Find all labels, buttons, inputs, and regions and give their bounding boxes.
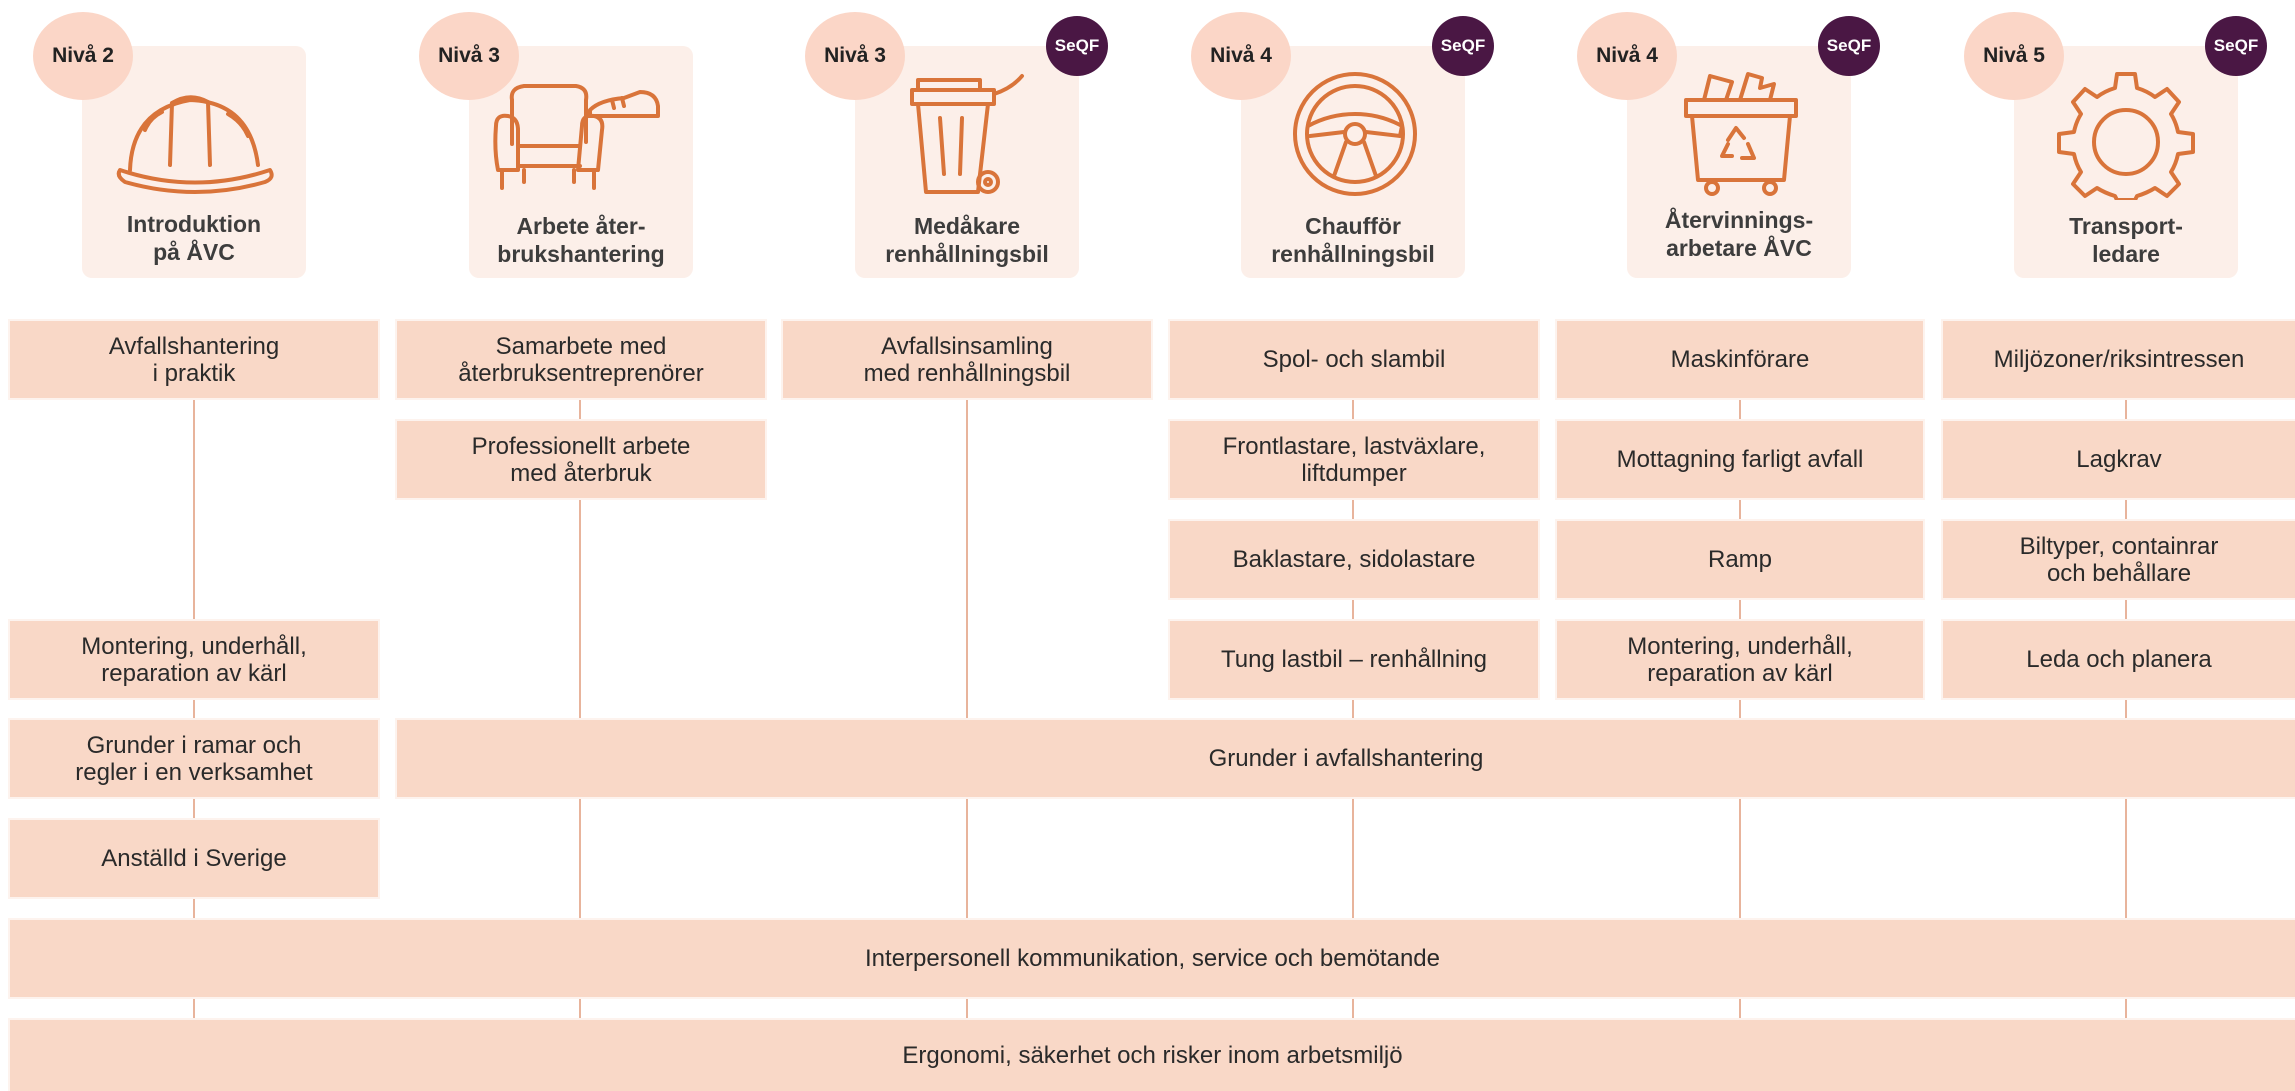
- course-box: Avfallsinsamling med renhållningsbil: [783, 321, 1151, 398]
- armchair-shoe-icon: [490, 70, 660, 200]
- connector-line-col2: [579, 400, 581, 1020]
- course-box: Professionellt arbete med återbruk: [397, 421, 765, 498]
- course-box: Montering, underhåll, reparation av kärl: [1557, 621, 1923, 698]
- course-box: Avfallshantering i praktik: [10, 321, 378, 398]
- seqf-badge: SeQF: [1046, 16, 1108, 76]
- role-title: Introduktion på ÅVC: [126, 211, 262, 265]
- wheelie-bin-icon: [882, 70, 1052, 200]
- course-box: Samarbete med återbruksentreprenörer: [397, 321, 765, 398]
- course-box: Leda och planera: [1943, 621, 2295, 698]
- card-background: Arbete åter- brukshantering: [469, 46, 693, 278]
- course-box: Biltyper, containrar och behållare: [1943, 521, 2295, 598]
- course-box: Baklastare, sidolastare: [1170, 521, 1538, 598]
- hard-hat-icon: [110, 70, 280, 200]
- shared-course-box: Ergonomi, säkerhet och risker inom arbet…: [10, 1020, 2295, 1091]
- steering-wheel-icon: [1270, 70, 1440, 200]
- course-box: Tung lastbil – renhållning: [1170, 621, 1538, 698]
- course-box: Lagkrav: [1943, 421, 2295, 498]
- gear-icon: [2041, 70, 2211, 202]
- level-badge: Nivå 2: [33, 12, 133, 100]
- role-title: Återvinnings- arbetare ÅVC: [1664, 207, 1814, 261]
- level-badge: Nivå 4: [1577, 12, 1677, 100]
- connector-line-col1: [193, 400, 195, 1020]
- course-box: Spol- och slambil: [1170, 321, 1538, 398]
- role-title: Arbete åter- brukshantering: [497, 213, 665, 267]
- seqf-badge: SeQF: [2205, 16, 2267, 76]
- role-title: Medåkare renhållningsbil: [885, 213, 1049, 267]
- shared-course-box: Interpersonell kommunikation, service oc…: [10, 920, 2295, 997]
- seqf-badge: SeQF: [1432, 16, 1494, 76]
- course-box: Montering, underhåll, reparation av kärl: [10, 621, 378, 698]
- seqf-badge: SeQF: [1818, 16, 1880, 76]
- connector-line-col5: [1739, 400, 1741, 1020]
- connector-line-col4: [1352, 400, 1354, 1020]
- course-box: Mottagning farligt avfall: [1557, 421, 1923, 498]
- shared-course-box: Grunder i avfallshantering: [397, 720, 2295, 797]
- recycling-container-icon: [1656, 70, 1826, 200]
- course-box: Ramp: [1557, 521, 1923, 598]
- level-badge: Nivå 3: [805, 12, 905, 100]
- level-badge: Nivå 4: [1191, 12, 1291, 100]
- course-box: Miljözoner/riksintressen: [1943, 321, 2295, 398]
- level-badge: Nivå 3: [419, 12, 519, 100]
- connector-line-col6: [2125, 400, 2127, 1020]
- course-box: Frontlastare, lastväxlare, liftdumper: [1170, 421, 1538, 498]
- connector-line-col3: [966, 400, 968, 1020]
- course-box: Maskinförare: [1557, 321, 1923, 398]
- role-title: Transport- ledare: [2069, 213, 2183, 267]
- role-title: Chaufför renhållningsbil: [1271, 213, 1435, 267]
- course-box: Anställd i Sverige: [10, 820, 378, 897]
- course-box: Grunder i ramar och regler i en verksamh…: [10, 720, 378, 797]
- level-badge: Nivå 5: [1964, 12, 2064, 100]
